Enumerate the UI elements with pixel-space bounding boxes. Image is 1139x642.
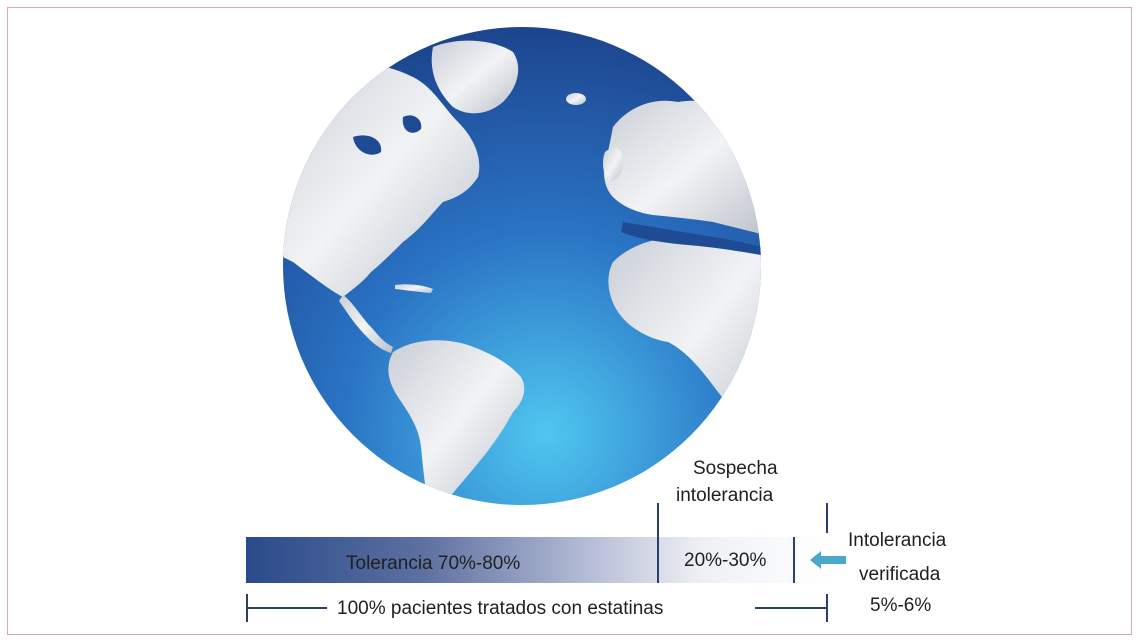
sospecha-pct-label: 20%-30%	[684, 550, 767, 571]
caribbean	[395, 284, 433, 293]
sospecha-label-line1: Sospecha	[693, 458, 778, 479]
bracket-left-line	[247, 607, 327, 609]
bracket-right-line	[755, 607, 827, 609]
total-label: 100% pacientes tratados con estatinas	[337, 598, 664, 619]
tolerancia-label: Tolerancia 70%-80%	[346, 553, 521, 574]
verificada-label-line1: Intolerancia	[848, 530, 947, 551]
verificada-label-line2: verificada	[859, 564, 941, 585]
central-america	[339, 295, 393, 353]
sospecha-divider	[657, 503, 659, 583]
bar-end-tick-top	[826, 503, 828, 533]
sospecha-label-line2: intolerancia	[676, 485, 774, 506]
globe-icon	[283, 27, 761, 505]
british-isles	[603, 147, 624, 182]
greenland	[431, 40, 519, 114]
distribution-bar	[246, 537, 829, 583]
verificada-pct-label: 5%-6%	[870, 595, 932, 616]
figure-frame	[7, 7, 1132, 635]
arrow-left-icon	[810, 551, 846, 569]
south-america	[388, 340, 525, 505]
bracket-right-tick	[826, 594, 828, 622]
verificada-divider	[793, 537, 795, 583]
